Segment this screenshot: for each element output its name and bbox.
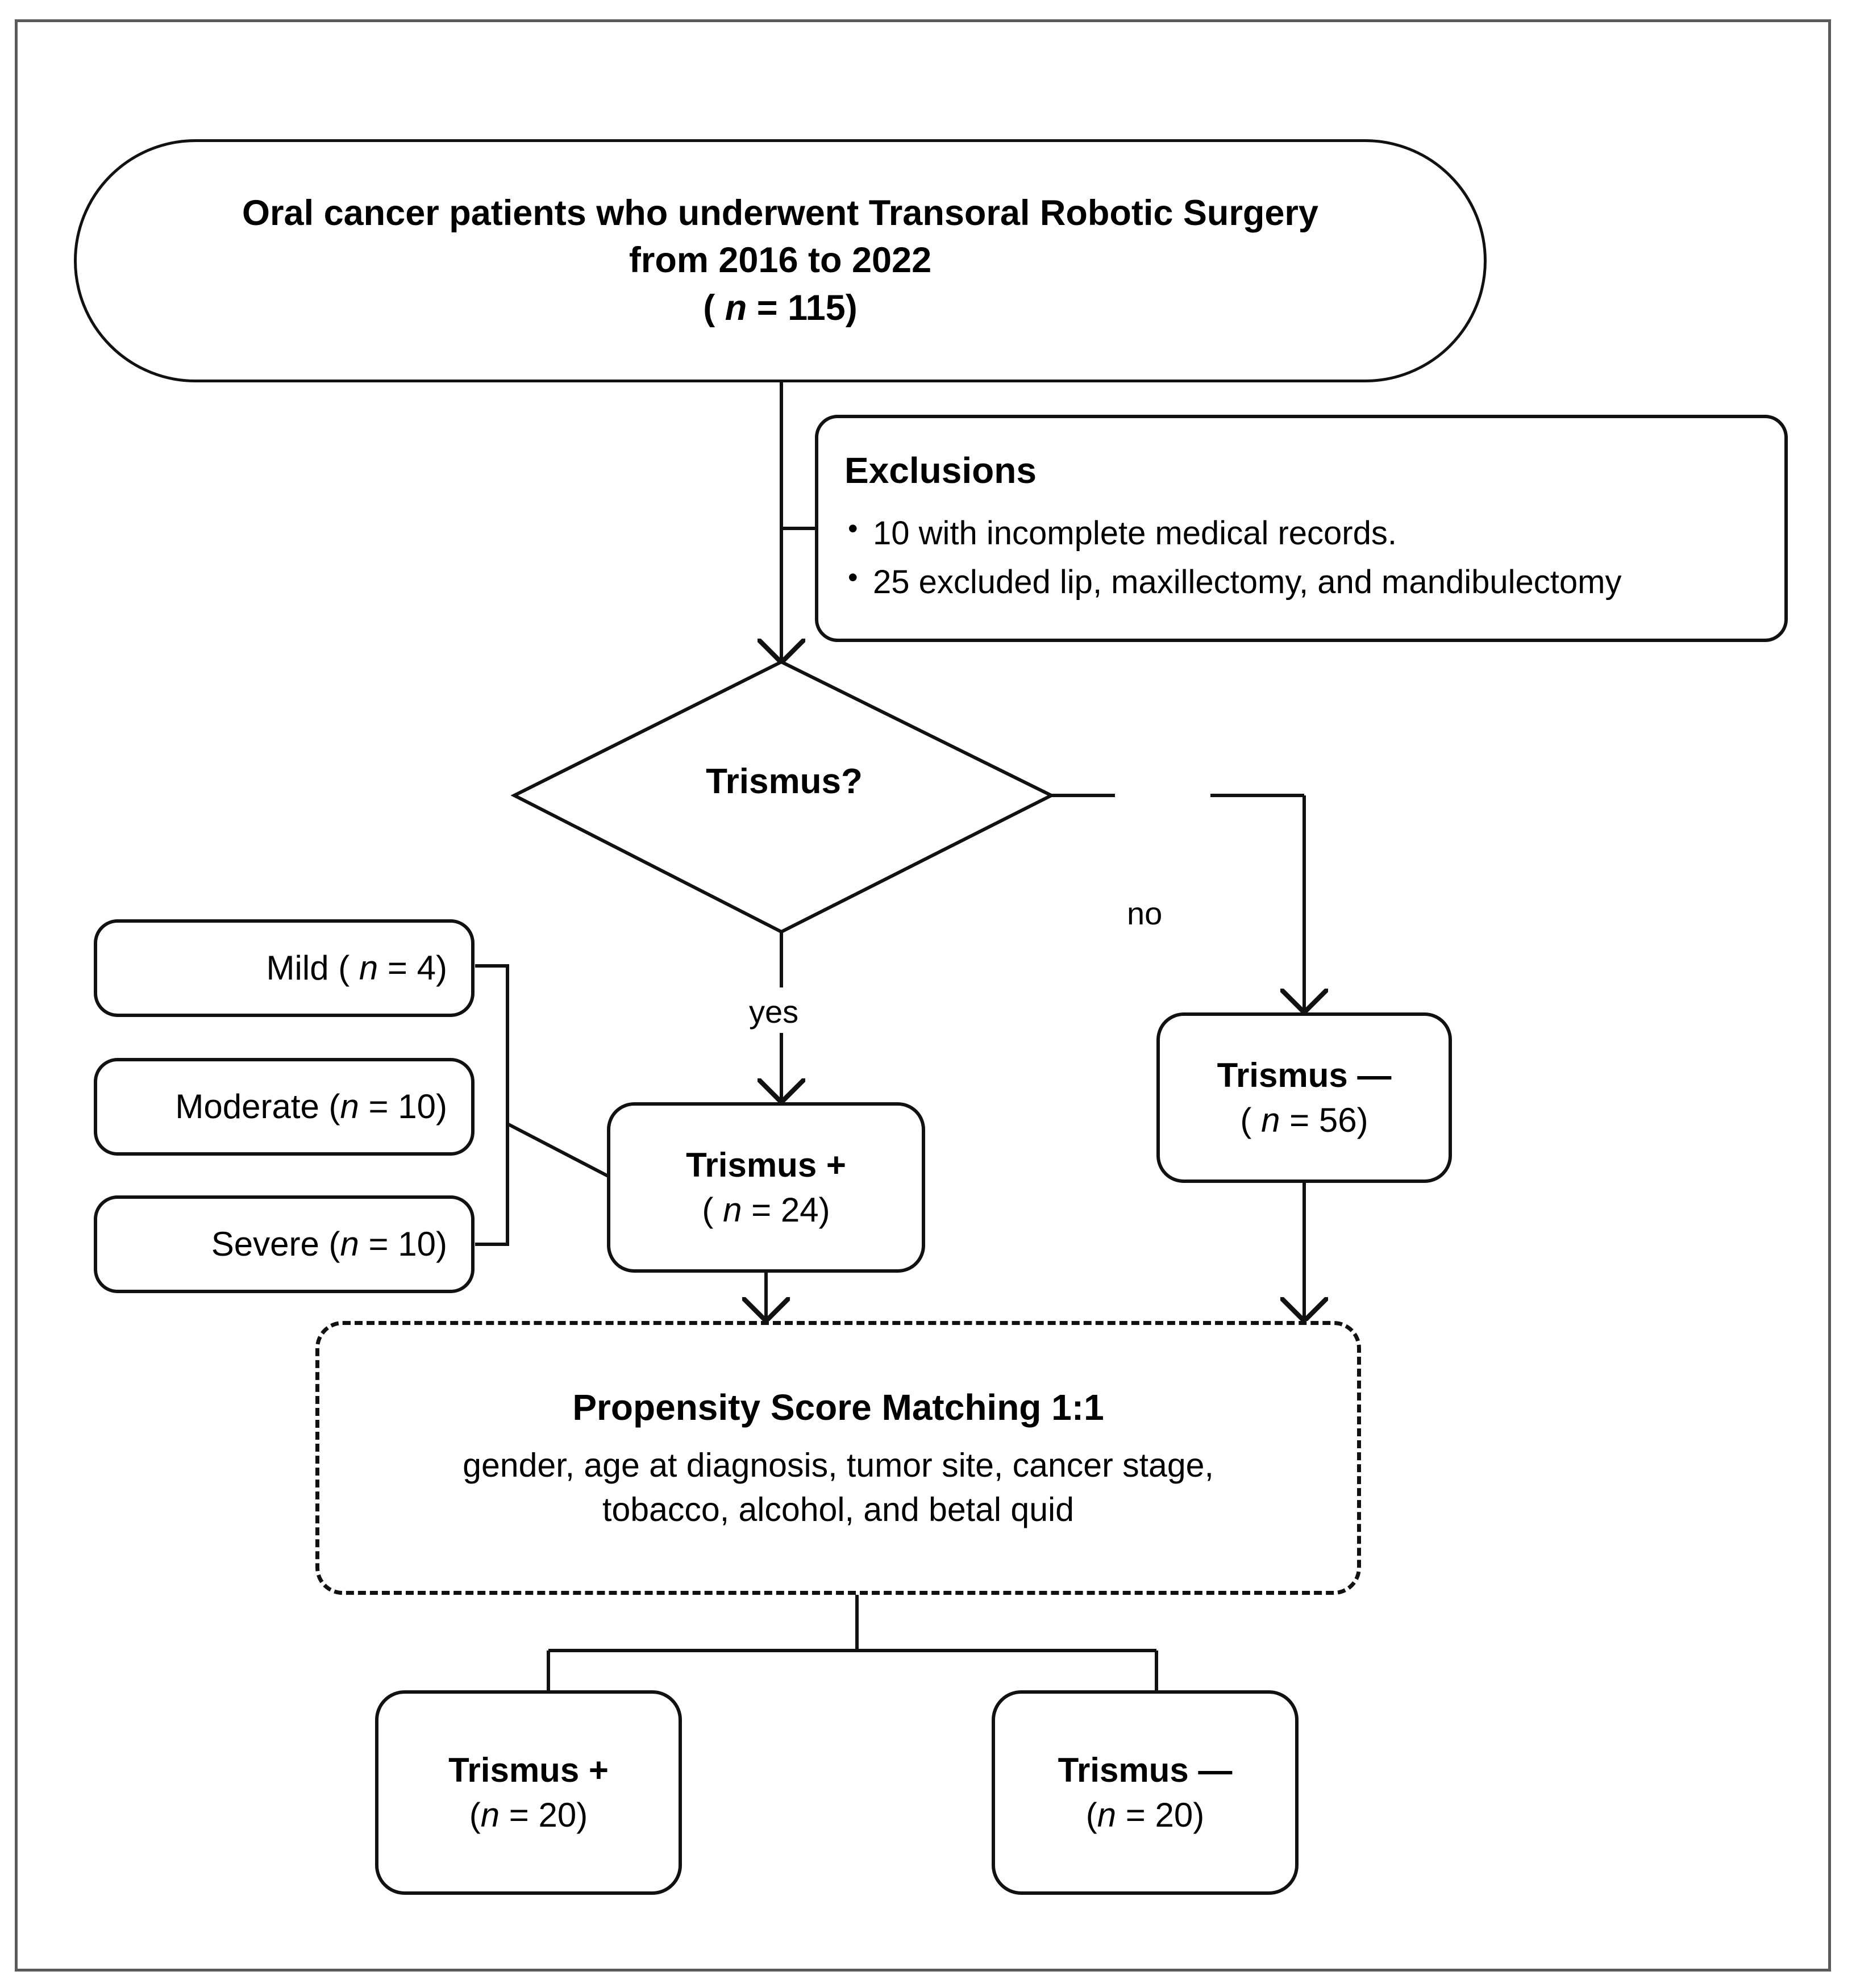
exclusion-item-1: 10 with incomplete medical records. xyxy=(844,510,1621,556)
exclusion-item-2: 25 excluded lip, maxillectomy, and mandi… xyxy=(844,559,1621,605)
trismus-negative-count: ( n = 56) xyxy=(1240,1101,1368,1139)
severity-box-moderate: Moderate (n = 10) xyxy=(94,1058,475,1156)
decision-diamond-label: Trismus? xyxy=(706,762,863,801)
severity-label-severe: Severe (n = 10) xyxy=(211,1225,447,1264)
matched-positive-box: Trismus + (n = 20) xyxy=(375,1690,682,1895)
propensity-score-matching-box: Propensity Score Matching 1:1 gender, ag… xyxy=(315,1321,1361,1595)
matched-negative-title: Trismus — xyxy=(1058,1751,1233,1789)
trismus-negative-box: Trismus — ( n = 56) xyxy=(1156,1012,1452,1183)
matched-negative-count: (n = 20) xyxy=(1085,1796,1205,1834)
trismus-positive-box: Trismus + ( n = 24) xyxy=(607,1102,925,1273)
psm-covariates-line-2: tobacco, alcohol, and betal quid xyxy=(602,1491,1074,1529)
trismus-positive-count: ( n = 24) xyxy=(702,1191,830,1229)
matched-negative-box: Trismus — (n = 20) xyxy=(992,1690,1299,1895)
cohort-source-box: Oral cancer patients who underwent Trans… xyxy=(74,139,1487,382)
edge-label-no: no xyxy=(1127,895,1163,931)
cohort-count: ( n = 115) xyxy=(703,287,858,328)
severity-label-moderate: Moderate (n = 10) xyxy=(175,1087,447,1126)
edge-label-yes: yes xyxy=(749,994,799,1030)
trismus-negative-title: Trismus — xyxy=(1217,1056,1392,1094)
matched-positive-title: Trismus + xyxy=(448,1751,609,1789)
psm-covariates-line-1: gender, age at diagnosis, tumor site, ca… xyxy=(463,1447,1214,1485)
trismus-positive-title: Trismus + xyxy=(686,1145,846,1184)
exclusions-title: Exclusions xyxy=(844,450,1037,491)
cohort-line-1: Oral cancer patients who underwent Trans… xyxy=(242,193,1318,234)
severity-label-mild: Mild ( n = 4) xyxy=(266,949,447,987)
exclusions-list: 10 with incomplete medical records. 25 e… xyxy=(844,506,1621,610)
psm-title: Propensity Score Matching 1:1 xyxy=(572,1386,1104,1428)
matched-positive-count: (n = 20) xyxy=(469,1796,588,1834)
cohort-line-2: from 2016 to 2022 xyxy=(629,240,932,281)
exclusions-box: Exclusions 10 with incomplete medical re… xyxy=(815,415,1788,642)
severity-box-severe: Severe (n = 10) xyxy=(94,1195,475,1293)
severity-box-mild: Mild ( n = 4) xyxy=(94,919,475,1017)
